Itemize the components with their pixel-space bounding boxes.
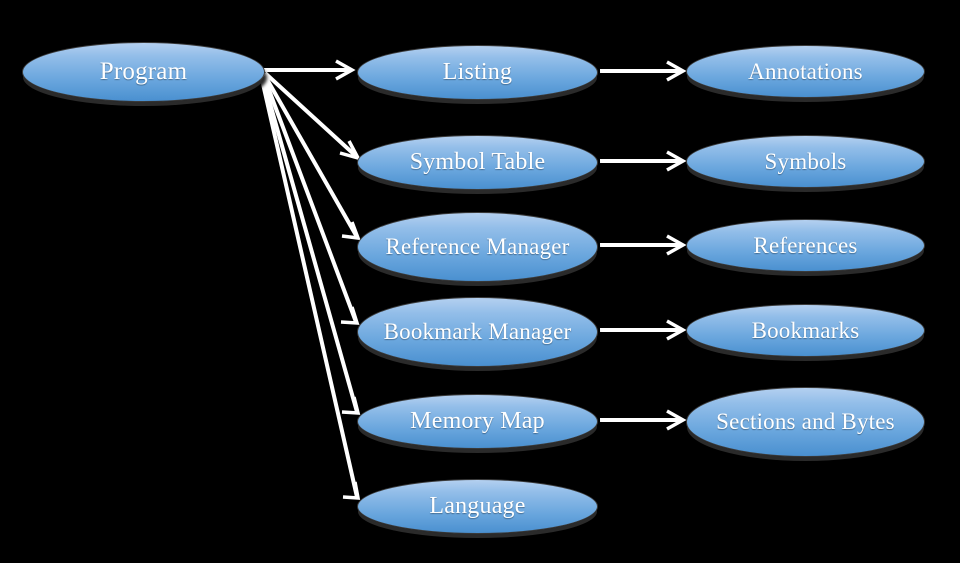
node-memory-map[interactable]: Memory Map (357, 394, 598, 449)
node-annotations-label: Annotations (748, 58, 863, 84)
node-symbol-table-label: Symbol Table (409, 149, 546, 176)
edge-memory-map-to-sections-and-bytes (600, 409, 687, 431)
node-language[interactable]: Language (357, 479, 598, 534)
node-symbols[interactable]: Symbols (686, 135, 925, 188)
node-bookmark-manager-label: Bookmark Manager (383, 319, 572, 345)
edge-bookmark-manager-to-bookmarks (600, 319, 687, 341)
edge-reference-manager-to-references (600, 234, 687, 256)
edge-program-to-bookmark-manager (261, 73, 360, 325)
node-bookmarks-label: Bookmarks (751, 317, 860, 343)
node-memory-map-label: Memory Map (410, 408, 545, 435)
node-bookmark-manager[interactable]: Bookmark Manager (357, 297, 598, 367)
node-annotations[interactable]: Annotations (686, 45, 925, 98)
node-references-label: References (753, 232, 858, 258)
edge-symbol-table-to-symbols (600, 150, 687, 172)
node-listing[interactable]: Listing (357, 45, 598, 100)
node-symbols-label: Symbols (764, 148, 847, 174)
node-bookmarks[interactable]: Bookmarks (686, 304, 925, 357)
node-listing-label: Listing (442, 59, 513, 86)
node-program[interactable]: Program (22, 42, 265, 102)
edge-listing-to-annotations (600, 60, 687, 82)
edge-program-to-listing (264, 59, 356, 81)
node-symbol-table[interactable]: Symbol Table (357, 135, 598, 190)
node-sections-and-bytes-label: Sections and Bytes (716, 409, 895, 435)
node-language-label: Language (429, 493, 526, 520)
edge-program-to-memory-map (260, 74, 361, 415)
node-sections-and-bytes[interactable]: Sections and Bytes (686, 387, 925, 457)
node-reference-manager-label: Reference Manager (385, 234, 570, 260)
node-program-label: Program (99, 58, 188, 85)
node-reference-manager[interactable]: Reference Manager (357, 212, 598, 282)
node-references[interactable]: References (686, 219, 925, 272)
edge-program-to-language (259, 74, 361, 500)
edge-program-to-reference-manager (262, 73, 361, 241)
edge-program-to-symbol-table (263, 71, 362, 161)
